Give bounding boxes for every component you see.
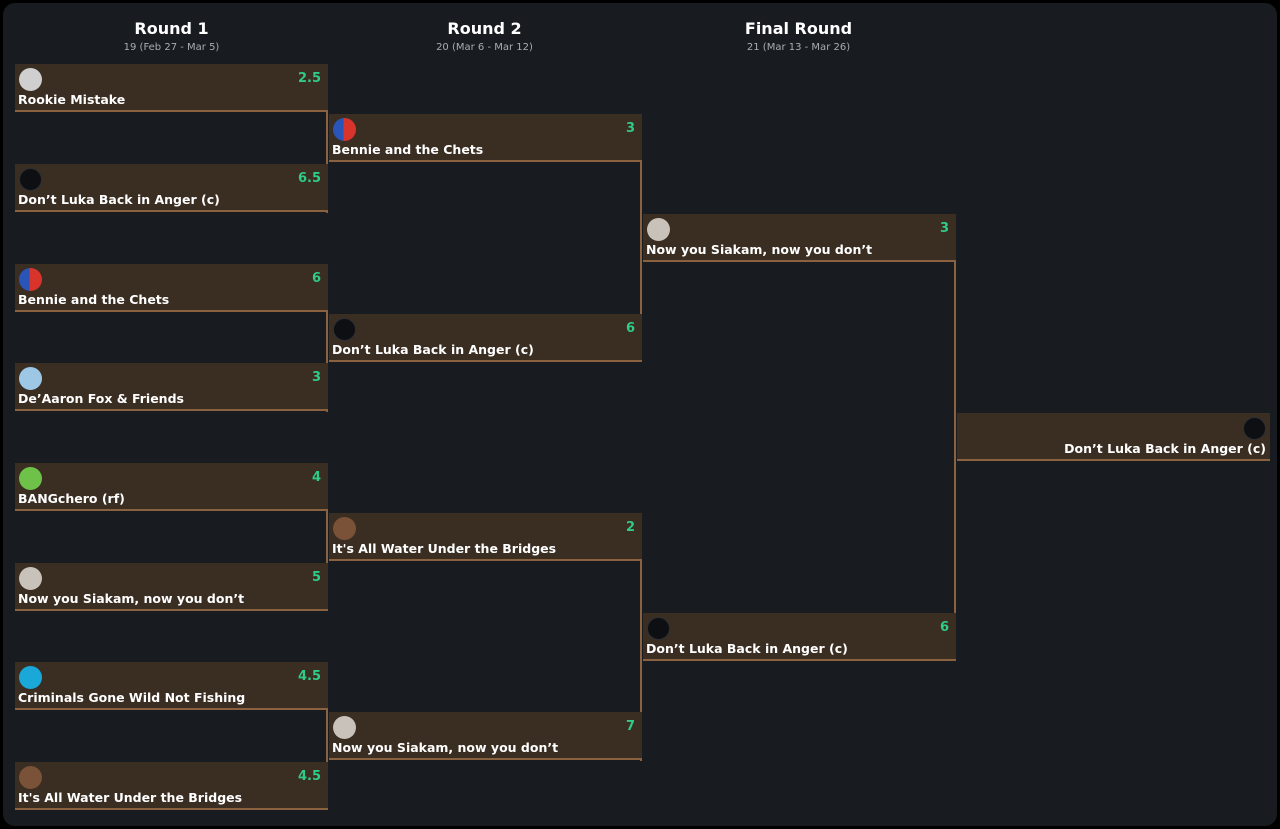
team-avatar-flag bbox=[19, 268, 42, 291]
team-name: It's All Water Under the Bridges bbox=[332, 541, 557, 556]
team-avatar-gray bbox=[19, 68, 42, 91]
round-dates: 21 (Mar 13 - Mar 26) bbox=[746, 42, 851, 53]
team-name: Bennie and the Chets bbox=[332, 142, 484, 157]
matchup-card[interactable]: 3 De’Aaron Fox & Friends bbox=[15, 363, 328, 411]
connector-line bbox=[326, 311, 328, 412]
matchup-card[interactable]: 2 It's All Water Under the Bridges bbox=[329, 513, 642, 561]
team-score: 5 bbox=[311, 570, 321, 585]
matchup-card[interactable]: 6 Don’t Luka Back in Anger (c) bbox=[329, 314, 642, 362]
connector-line bbox=[640, 162, 642, 362]
matchup-card[interactable]: 6 Don’t Luka Back in Anger (c) bbox=[643, 613, 956, 661]
team-avatar-dark bbox=[19, 168, 42, 191]
matchup-card[interactable]: 5 Now you Siakam, now you don’t bbox=[15, 563, 328, 611]
team-name: Now you Siakam, now you don’t bbox=[646, 242, 873, 257]
matchup-card[interactable]: 3 Now you Siakam, now you don’t bbox=[643, 214, 956, 262]
team-avatar-dark bbox=[333, 318, 356, 341]
bracket-panel: Round 1 19 (Feb 27 - Mar 5) Round 2 20 (… bbox=[3, 3, 1277, 826]
connector-line bbox=[326, 511, 328, 611]
connector-line bbox=[326, 112, 328, 213]
champion-card[interactable]: Don’t Luka Back in Anger (c) bbox=[957, 413, 1270, 461]
team-score: 4.5 bbox=[297, 669, 321, 684]
team-score: 6 bbox=[311, 271, 321, 286]
round-dates: 19 (Feb 27 - Mar 5) bbox=[123, 42, 220, 53]
connector-line bbox=[326, 710, 328, 810]
round-title: Final Round bbox=[744, 19, 853, 38]
team-score: 3 bbox=[625, 121, 635, 136]
team-avatar-siakam bbox=[19, 567, 42, 590]
matchup-card[interactable]: 3 Bennie and the Chets bbox=[329, 114, 642, 162]
matchup-card[interactable]: 7 Now you Siakam, now you don’t bbox=[329, 712, 642, 760]
matchup-card[interactable]: 6 Bennie and the Chets bbox=[15, 264, 328, 312]
team-score: 2 bbox=[625, 520, 635, 535]
team-avatar-fox bbox=[19, 367, 42, 390]
team-name: Now you Siakam, now you don’t bbox=[332, 740, 559, 755]
connector-line bbox=[640, 561, 642, 761]
connector-line bbox=[954, 262, 956, 661]
round-header-final: Final Round 21 (Mar 13 - Mar 26) bbox=[642, 19, 955, 55]
team-avatar-dark bbox=[647, 617, 670, 640]
team-score: 2.5 bbox=[297, 71, 321, 86]
team-name: Don’t Luka Back in Anger (c) bbox=[332, 342, 534, 357]
team-score: 4.5 bbox=[297, 769, 321, 784]
team-score: 3 bbox=[311, 370, 321, 385]
team-name: Rookie Mistake bbox=[18, 92, 126, 107]
team-name: Don’t Luka Back in Anger (c) bbox=[646, 641, 848, 656]
round-title: Round 2 bbox=[447, 19, 522, 38]
round-dates: 20 (Mar 6 - Mar 12) bbox=[436, 42, 533, 53]
team-name: Criminals Gone Wild Not Fishing bbox=[18, 690, 246, 705]
team-name: De’Aaron Fox & Friends bbox=[18, 391, 184, 406]
matchup-card[interactable]: 4.5 Criminals Gone Wild Not Fishing bbox=[15, 662, 328, 710]
team-score: 6 bbox=[939, 620, 949, 635]
team-name: Don’t Luka Back in Anger (c) bbox=[18, 192, 220, 207]
team-score: 4 bbox=[311, 470, 321, 485]
matchup-card[interactable]: 6.5 Don’t Luka Back in Anger (c) bbox=[15, 164, 328, 212]
team-avatar-siakam bbox=[333, 716, 356, 739]
team-avatar-dark bbox=[1243, 417, 1266, 440]
team-score: 6 bbox=[625, 321, 635, 336]
team-name: Bennie and the Chets bbox=[18, 292, 170, 307]
team-score: 7 bbox=[625, 719, 635, 734]
team-name: It's All Water Under the Bridges bbox=[18, 790, 243, 805]
team-avatar-bridge bbox=[19, 766, 42, 789]
team-avatar-blue bbox=[19, 666, 42, 689]
team-avatar-siakam bbox=[647, 218, 670, 241]
round-title: Round 1 bbox=[134, 19, 209, 38]
team-name: BANGchero (rf) bbox=[18, 491, 125, 506]
matchup-card[interactable]: 4.5 It's All Water Under the Bridges bbox=[15, 762, 328, 810]
team-avatar-bridge bbox=[333, 517, 356, 540]
matchup-card[interactable]: 4 BANGchero (rf) bbox=[15, 463, 328, 511]
team-avatar-flag bbox=[333, 118, 356, 141]
matchup-card[interactable]: 2.5 Rookie Mistake bbox=[15, 64, 328, 112]
team-avatar-green bbox=[19, 467, 42, 490]
team-score: 6.5 bbox=[297, 171, 321, 186]
champion-name: Don’t Luka Back in Anger (c) bbox=[1064, 441, 1266, 456]
team-score: 3 bbox=[939, 221, 949, 236]
round-header-1: Round 1 19 (Feb 27 - Mar 5) bbox=[15, 19, 328, 55]
team-name: Now you Siakam, now you don’t bbox=[18, 591, 245, 606]
round-header-2: Round 2 20 (Mar 6 - Mar 12) bbox=[328, 19, 641, 55]
